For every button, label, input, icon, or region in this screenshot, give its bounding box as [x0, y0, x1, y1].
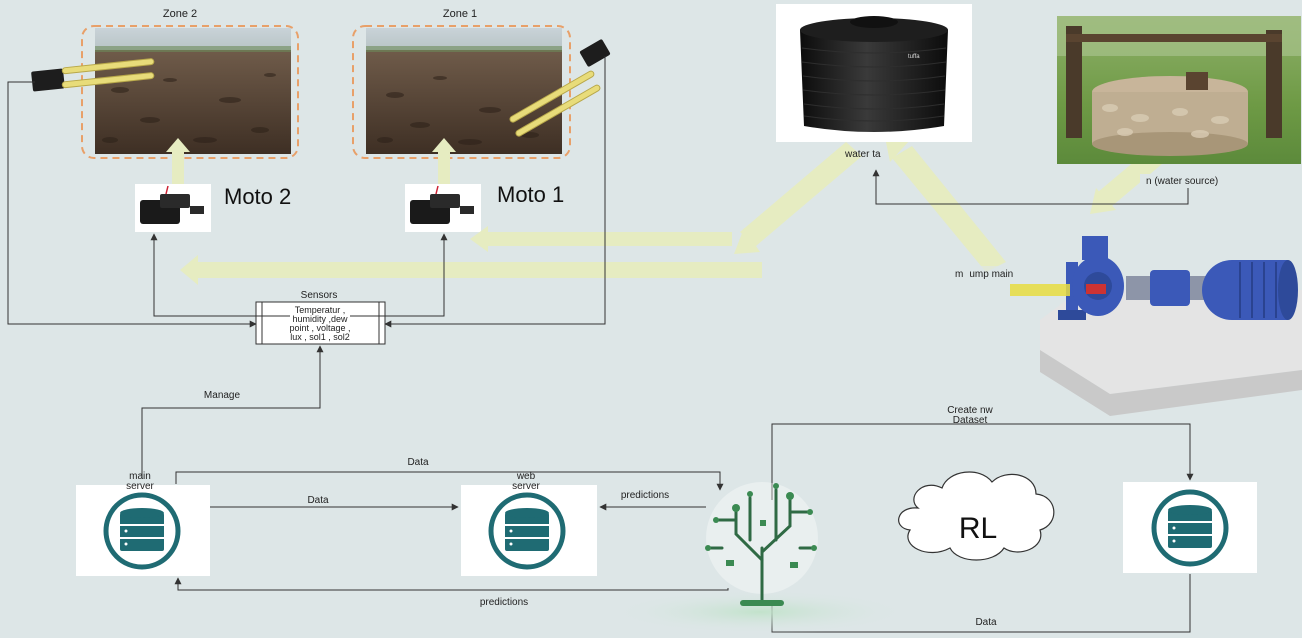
water-source-well-image: [1057, 16, 1301, 164]
data-label-middle: Data: [307, 495, 329, 506]
soil-moisture-probe-zone-2: [31, 58, 155, 92]
zone-1-field: [352, 25, 571, 159]
soil-moisture-probe-zone-1: [509, 39, 611, 137]
rl-label: RL: [959, 512, 997, 545]
water-flow-tank-down: [734, 142, 862, 254]
predictions-label-right: predictions: [621, 490, 669, 501]
flow-arrow-moto1-to-zone1: [432, 138, 456, 186]
create-dataset-label-2: Dataset: [953, 415, 988, 426]
dataset-server-database: [1123, 482, 1257, 573]
motor-1-device: [405, 184, 481, 232]
zone-2-label: Zone 2: [163, 8, 197, 20]
moto-1-label: Moto 1: [497, 182, 564, 207]
water-tank-image: tuffa: [776, 4, 972, 142]
create-dataset-label-1: Create nw: [947, 405, 993, 416]
water-source-label: n (water source): [1146, 176, 1218, 187]
water-tank-label: water ta: [844, 149, 881, 160]
sensors-line-4: lux , sol1 , sol2: [290, 332, 350, 342]
pump-label-bg: [950, 266, 1046, 280]
web-server-label-1: web: [516, 471, 536, 482]
web-server-database: [461, 485, 597, 576]
sensors-line-3: point , voltage ,: [289, 323, 350, 333]
sensors-box: [255, 301, 386, 345]
manage-label: Manage: [204, 390, 241, 401]
zone-1-label: Zone 1: [443, 8, 477, 20]
rl-cloud-shape: [898, 471, 1055, 561]
ai-model-tree-icon: [610, 482, 910, 634]
sensors-title: Sensors: [301, 290, 338, 301]
pump-main-label: m ump main: [955, 269, 1013, 280]
tank-brand-text: tuffa: [908, 54, 920, 60]
zone-2-field: [81, 25, 299, 159]
main-server-label-1: main: [129, 471, 151, 482]
water-flow-tank-to-moto1: [470, 226, 732, 252]
flow-arrow-moto2-to-zone2: [166, 138, 190, 186]
main-server-label-2: server: [126, 481, 154, 492]
main-pump-image: [1010, 236, 1302, 416]
sensors-line-2: humidity ,dew: [292, 314, 348, 324]
data-label-top: Data: [407, 457, 429, 468]
sensors-line-1: Temperatur ,: [295, 305, 346, 315]
predictions-label-bottom: predictions: [480, 597, 528, 608]
connector-lines: [7, 56, 1194, 633]
motor-2-device: [135, 184, 211, 232]
web-server-label-2: server: [512, 481, 540, 492]
main-server-database: [76, 485, 210, 576]
data-label-bottom: Data: [975, 617, 997, 628]
water-flow-pump-to-tank: [884, 132, 1006, 272]
moto-2-label: Moto 2: [224, 184, 291, 209]
water-flow-tank-to-moto2: [180, 255, 762, 285]
source-label-bg: [1140, 174, 1252, 188]
